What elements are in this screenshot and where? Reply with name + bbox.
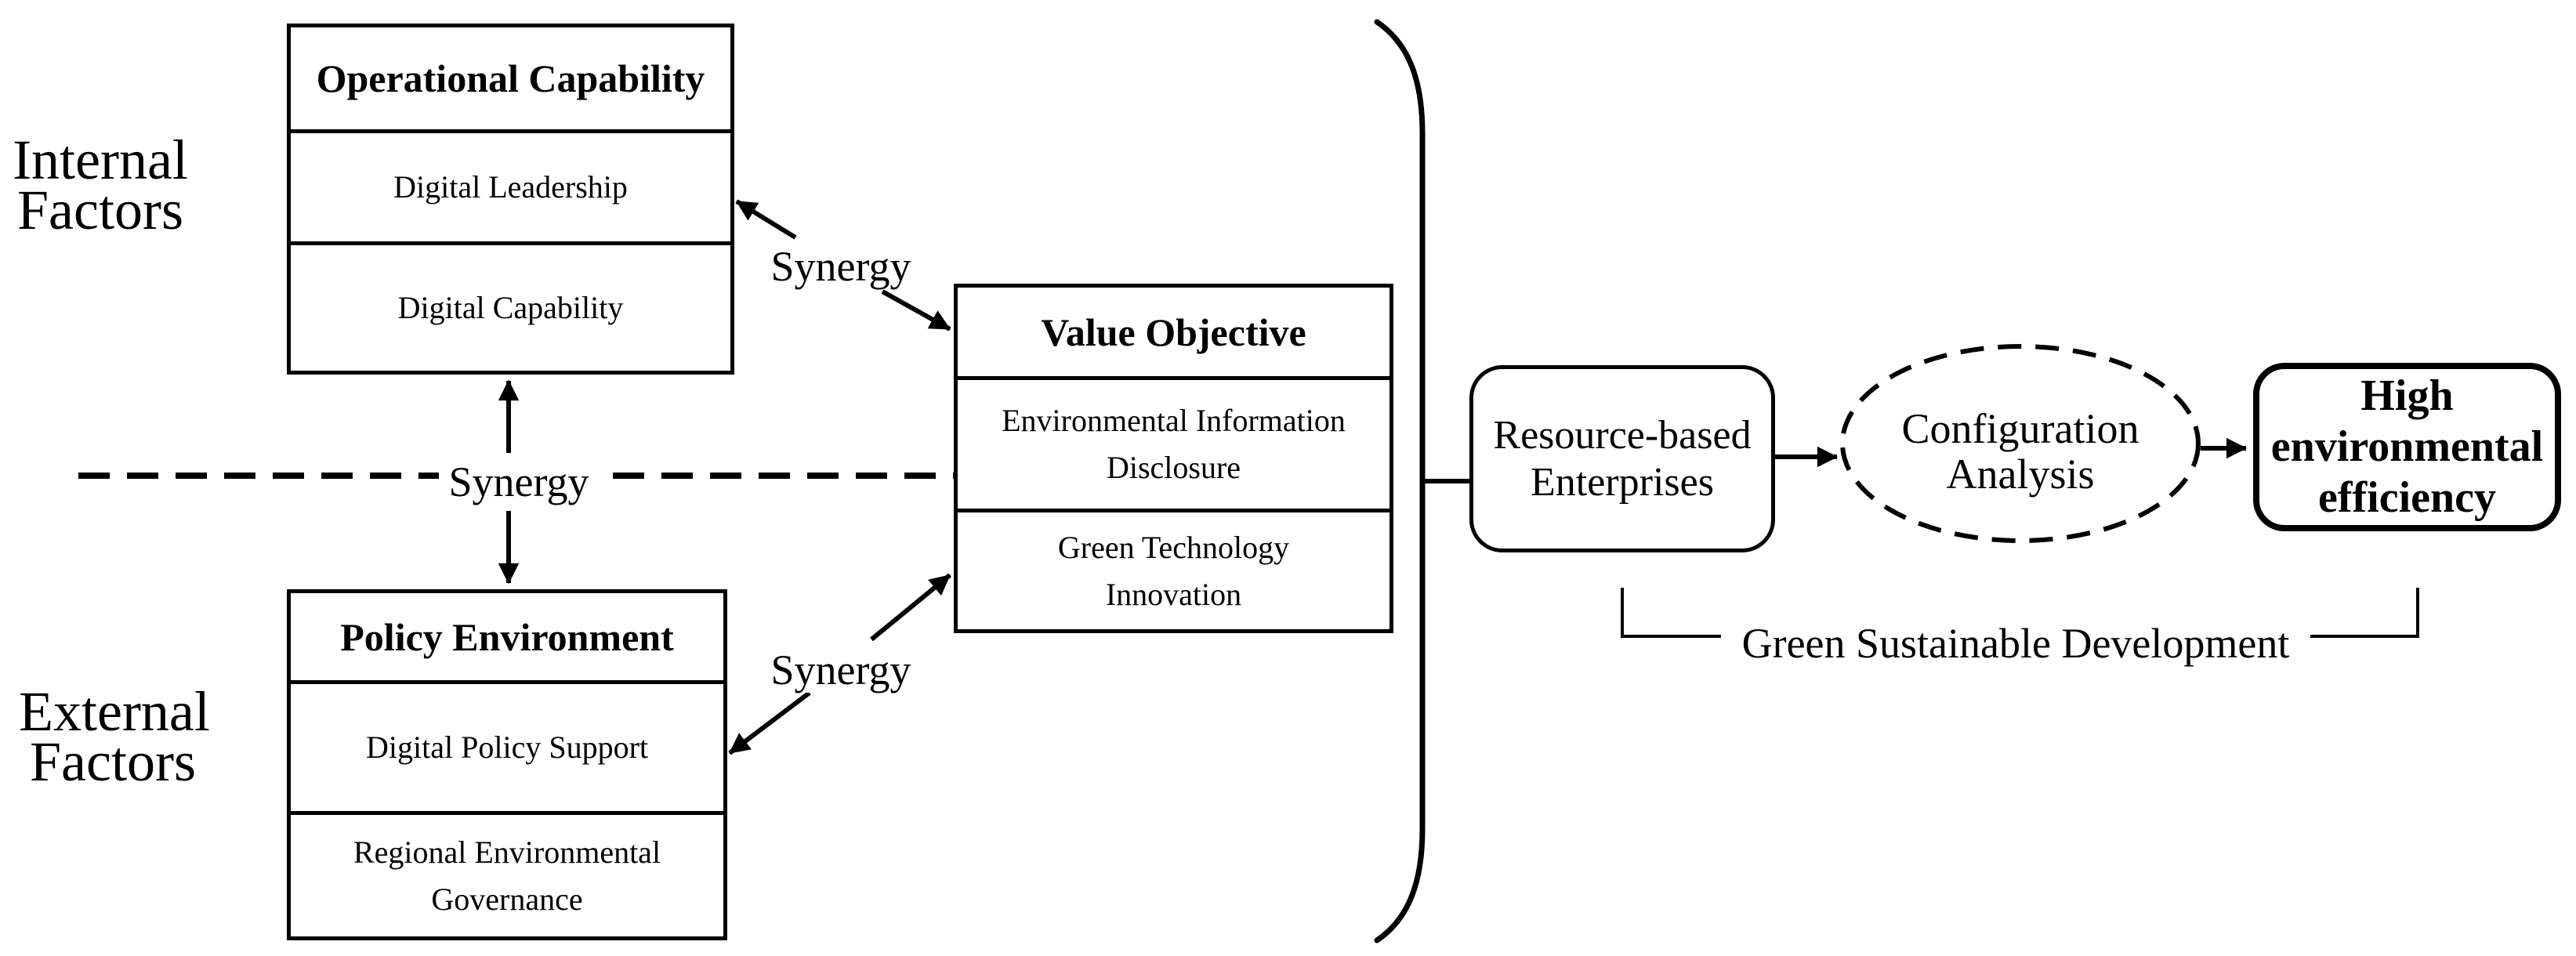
operational-capability-box: Operational Capability Digital Leadershi…	[287, 24, 734, 375]
digital-leadership-cell: Digital Leadership	[291, 129, 730, 241]
policy-environment-box: Policy Environment Digital Policy Suppor…	[287, 589, 727, 940]
green-sustainable-development-caption: Green Sustainable Development	[1741, 620, 2290, 667]
digital-policy-support-cell: Digital Policy Support	[291, 680, 723, 811]
resource-based-enterprises-box: Resource-based Enterprises	[1469, 365, 1775, 552]
configuration-analysis-ellipse	[1840, 344, 2201, 543]
synergy-label-middle: Synergy	[439, 459, 599, 505]
green-technology-innovation-cell: Green Technology Innovation	[958, 509, 1389, 629]
synergy-label-top: Synergy	[761, 244, 921, 289]
high-environmental-efficiency-box: High environmental efficiency	[2253, 363, 2561, 531]
environmental-information-disclosure-cell: Environmental Information Disclosure	[958, 376, 1389, 509]
synergy-lower-diagonal-arrow-to-vo	[870, 573, 951, 642]
value-objective-title: Value Objective	[1041, 310, 1306, 354]
synergy-lower-diagonal-arrow-to-pe	[728, 690, 811, 755]
synergy-upper-diagonal-arrow-to-vo	[881, 289, 951, 331]
policy-environment-title: Policy Environment	[340, 614, 674, 659]
synergy-upper-diagonal-arrow-to-oc	[735, 199, 797, 240]
digital-capability-cell: Digital Capability	[291, 241, 730, 371]
regional-environmental-governance-cell: Regional Environmental Governance	[291, 811, 723, 936]
gsd-right-bracket	[2310, 588, 2419, 638]
configuration-analysis-label: Configuration Analysis	[1901, 405, 2139, 498]
operational-capability-title: Operational Capability	[316, 56, 705, 100]
gsd-left-bracket	[1621, 588, 1721, 638]
internal-factors-label: Internal Factors	[13, 129, 188, 241]
synergy-label-bottom: Synergy	[761, 647, 921, 693]
value-objective-box: Value Objective Environmental Informatio…	[954, 284, 1393, 633]
external-factors-label: External Factors	[19, 680, 210, 793]
